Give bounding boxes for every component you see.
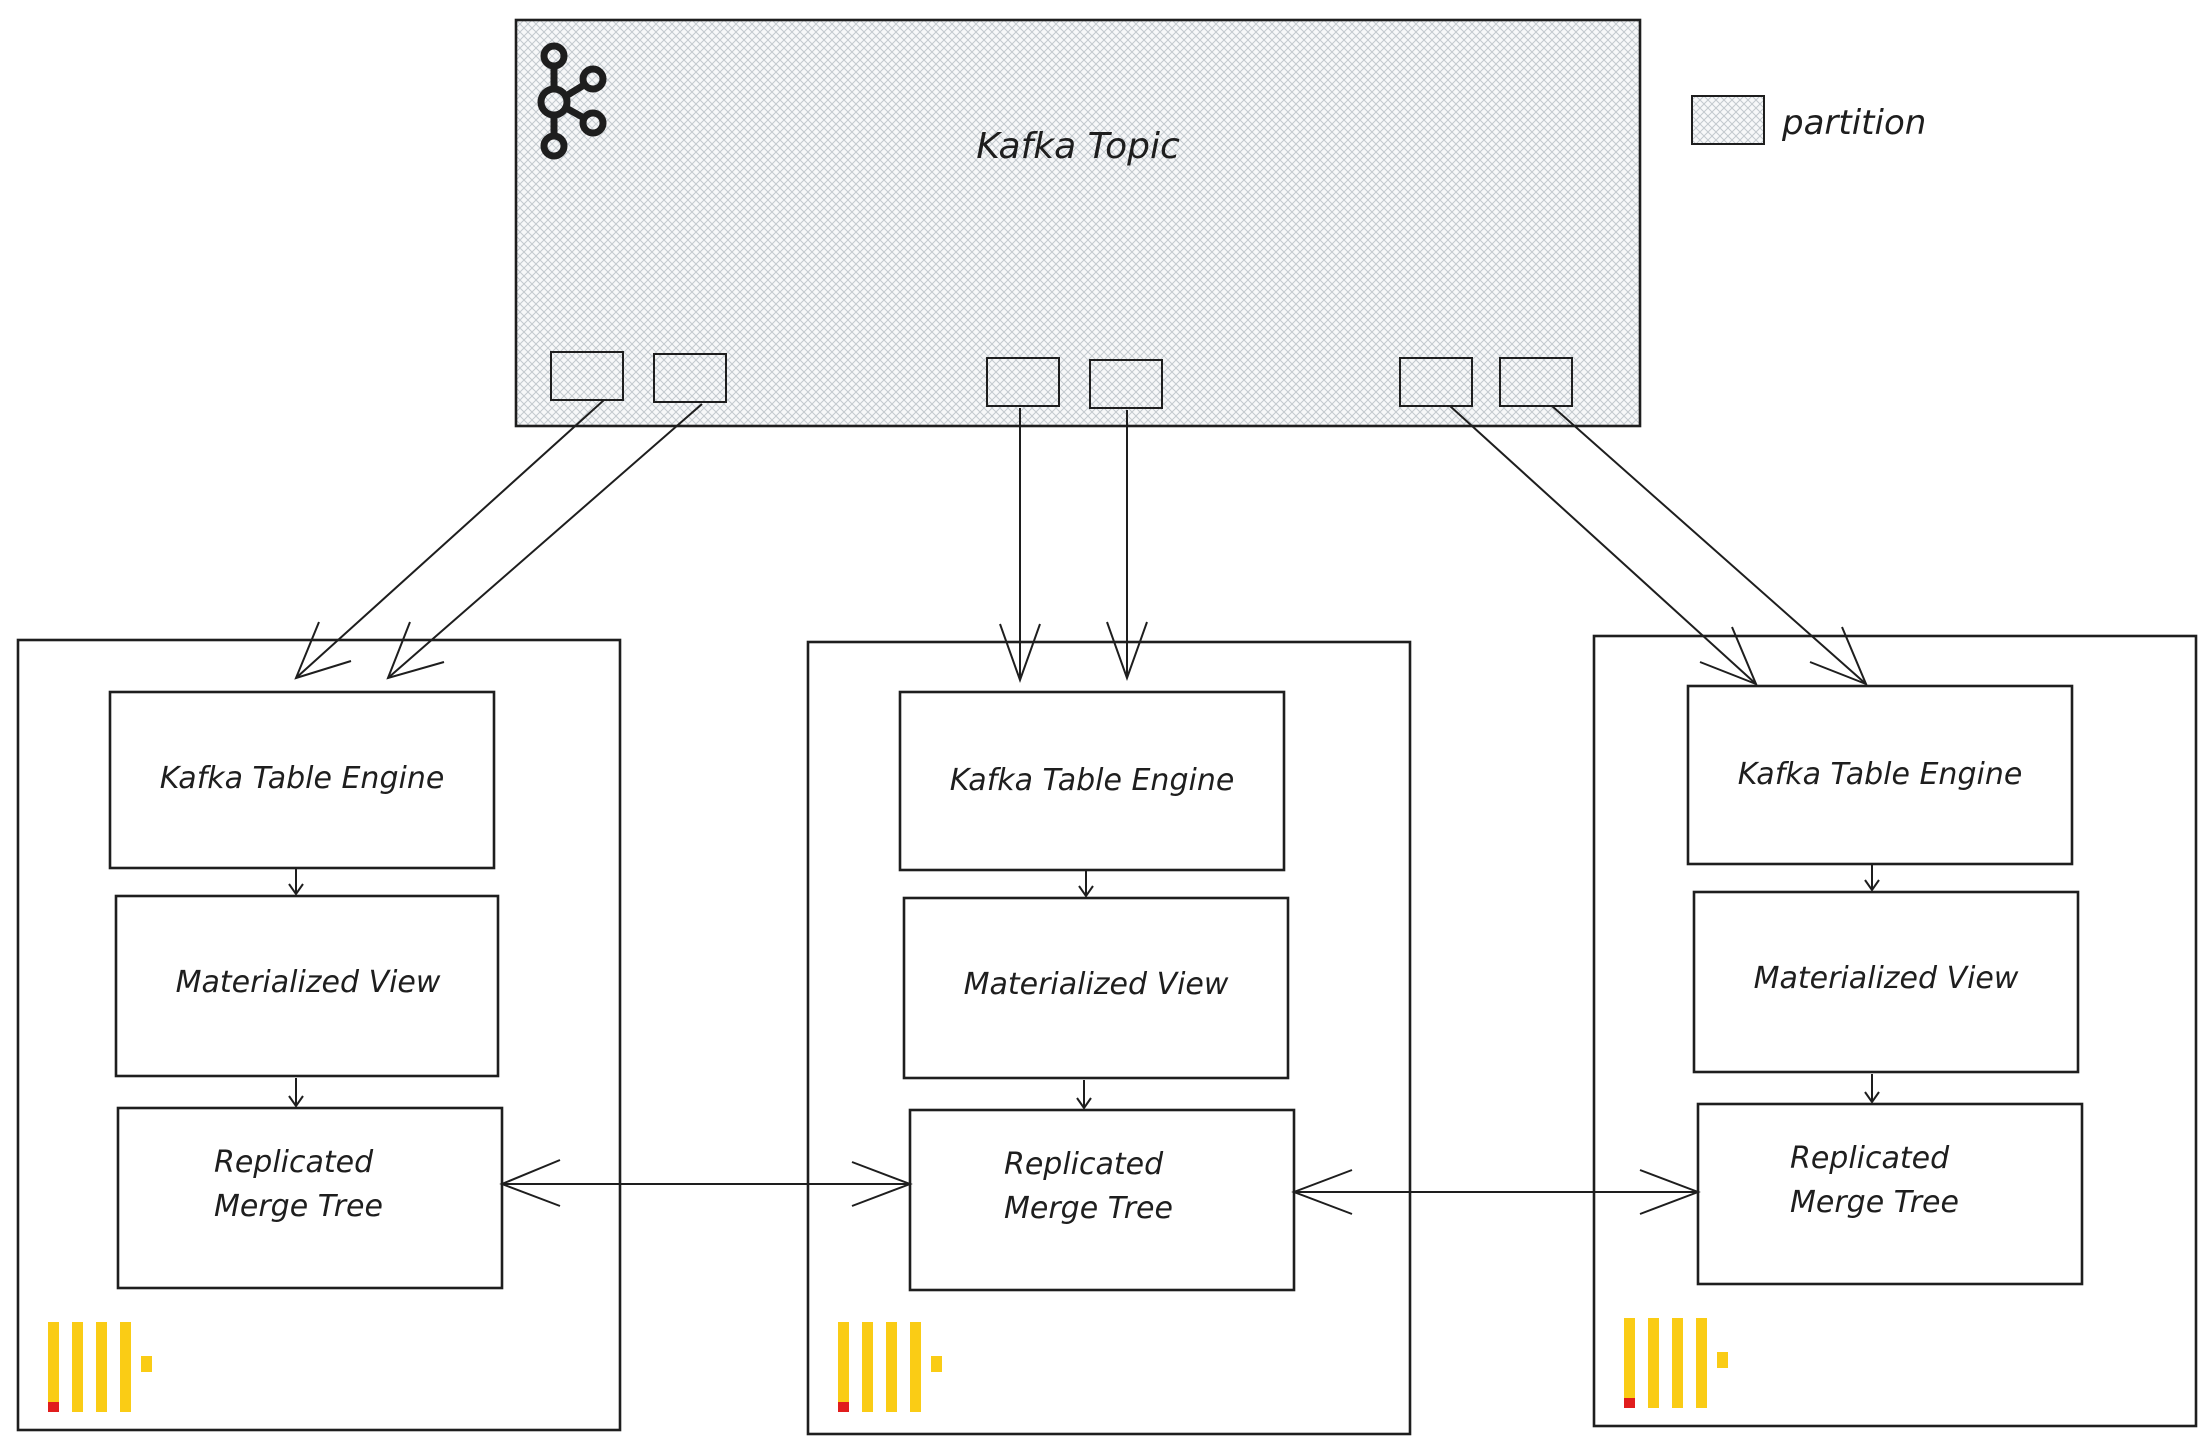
partition-arrows xyxy=(294,399,1868,686)
partition-box xyxy=(1499,357,1573,407)
arrowhead xyxy=(288,1095,304,1108)
clickhouse-node-2: Kafka Table Engine Materialized View Rep… xyxy=(806,640,1412,1436)
kafka-table-engine-box xyxy=(1686,684,2074,866)
clickhouse-node-1: Kafka Table Engine Materialized View Rep… xyxy=(16,638,622,1432)
partition-box xyxy=(1399,357,1473,407)
materialized-view-label: Materialized View xyxy=(176,965,441,1000)
arrowhead xyxy=(1809,626,1868,686)
replicated-merge-tree-label-line2: Merge Tree xyxy=(1790,1185,1959,1220)
partition-box xyxy=(986,357,1060,407)
materialized-view-label: Materialized View xyxy=(1754,961,2019,996)
arrowhead xyxy=(288,883,304,896)
arrowhead xyxy=(1864,879,1880,892)
materialized-view-box xyxy=(902,896,1290,1080)
kafka-table-engine-box xyxy=(898,690,1286,872)
replicated-merge-tree-box xyxy=(1696,1102,2084,1286)
arrowhead xyxy=(851,1161,913,1207)
legend: partition xyxy=(1691,95,1926,145)
arrowhead xyxy=(1078,885,1094,898)
partition-arrow xyxy=(387,403,703,679)
node-container xyxy=(1592,634,2198,1428)
replicated-merge-tree-label-line1: Replicated xyxy=(214,1145,374,1180)
clickhouse-logo-icon xyxy=(48,1322,152,1412)
node-container xyxy=(806,640,1412,1436)
legend-swatch xyxy=(1691,95,1765,145)
arrowhead xyxy=(1076,1097,1092,1110)
node-container xyxy=(16,638,622,1432)
clickhouse-logo-icon xyxy=(838,1322,942,1412)
legend-label: partition xyxy=(1781,103,1926,143)
clickhouse-node-3: Kafka Table Engine Materialized View Rep… xyxy=(1592,634,2198,1428)
kafka-table-engine-box xyxy=(108,690,496,870)
materialized-view-box xyxy=(1692,890,2080,1074)
kafka-topic: Kafka Topic xyxy=(514,18,1642,428)
clickhouse-logo-icon xyxy=(1624,1318,1728,1408)
partition-box xyxy=(1089,359,1163,409)
replicated-merge-tree-label-line2: Merge Tree xyxy=(1004,1191,1173,1226)
materialized-view-label: Materialized View xyxy=(964,967,1229,1002)
kafka-table-engine-label: Kafka Table Engine xyxy=(950,763,1235,798)
kafka-topic-title: Kafka Topic xyxy=(976,126,1180,167)
partition-arrow xyxy=(1449,405,1757,685)
kafka-table-engine-label: Kafka Table Engine xyxy=(160,761,445,796)
arrowhead xyxy=(1291,1169,1353,1215)
arrowhead xyxy=(1864,1091,1880,1104)
kafka-table-engine-label: Kafka Table Engine xyxy=(1738,757,2023,792)
kafka-logo-icon xyxy=(537,42,607,160)
partition-box xyxy=(653,353,727,403)
materialized-view-box xyxy=(114,894,500,1078)
arrowhead xyxy=(1639,1169,1701,1215)
replicated-merge-tree-label-line2: Merge Tree xyxy=(214,1189,383,1224)
partition-box xyxy=(550,351,624,401)
arrowhead xyxy=(1106,621,1148,681)
partitions xyxy=(550,351,1573,409)
partition-arrow xyxy=(1551,405,1867,685)
arrowhead xyxy=(1699,626,1758,686)
replicated-merge-tree-label-line1: Replicated xyxy=(1004,1147,1164,1182)
arrowhead xyxy=(499,1159,561,1207)
replicated-merge-tree-label-line1: Replicated xyxy=(1790,1141,1950,1176)
replicated-merge-tree-box xyxy=(116,1106,504,1290)
partition-arrow xyxy=(295,399,605,679)
replicated-merge-tree-box xyxy=(908,1108,1296,1292)
replication-links xyxy=(499,1159,1701,1215)
